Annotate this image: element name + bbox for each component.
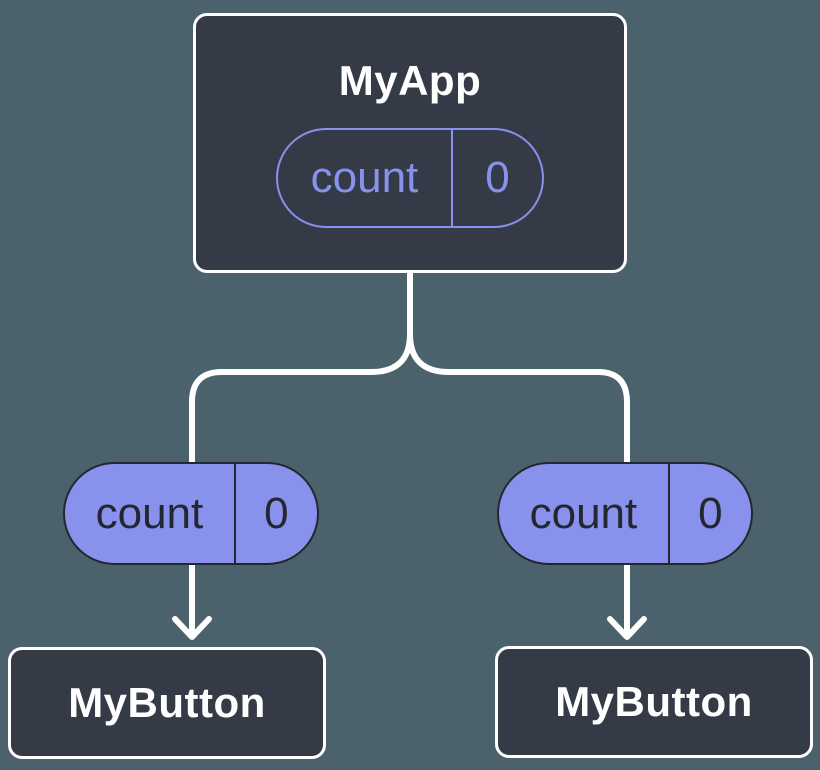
- node-myapp: MyApp count 0: [193, 13, 627, 273]
- prop-value: 0: [450, 130, 542, 227]
- prop-pill-left: count 0: [63, 462, 319, 565]
- prop-pill-right: count 0: [497, 462, 753, 565]
- left-arrowhead-icon: [172, 616, 212, 640]
- prop-value-text: 0: [485, 153, 510, 203]
- node-mybutton-left-label: MyButton: [68, 678, 266, 726]
- connector-left-branch: [189, 268, 413, 638]
- node-mybutton-left: MyButton: [8, 647, 326, 759]
- prop-name-text: count: [529, 488, 638, 538]
- prop-value-text: 0: [264, 488, 289, 538]
- node-mybutton-right-label: MyButton: [555, 677, 753, 725]
- prop-value-text: 0: [698, 488, 723, 538]
- prop-name: count: [65, 464, 234, 563]
- prop-value: 0: [233, 464, 317, 563]
- prop-name-text: count: [95, 488, 204, 538]
- node-mybutton-right: MyButton: [495, 646, 813, 758]
- prop-value: 0: [667, 464, 751, 563]
- prop-name: count: [499, 464, 668, 563]
- right-arrowhead-icon: [607, 616, 647, 640]
- connector-right-branch: [407, 331, 630, 638]
- prop-name-text: count: [310, 153, 419, 203]
- prop-name: count: [278, 130, 451, 226]
- prop-pill-myapp: count 0: [276, 128, 544, 229]
- node-myapp-label: MyApp: [338, 56, 482, 104]
